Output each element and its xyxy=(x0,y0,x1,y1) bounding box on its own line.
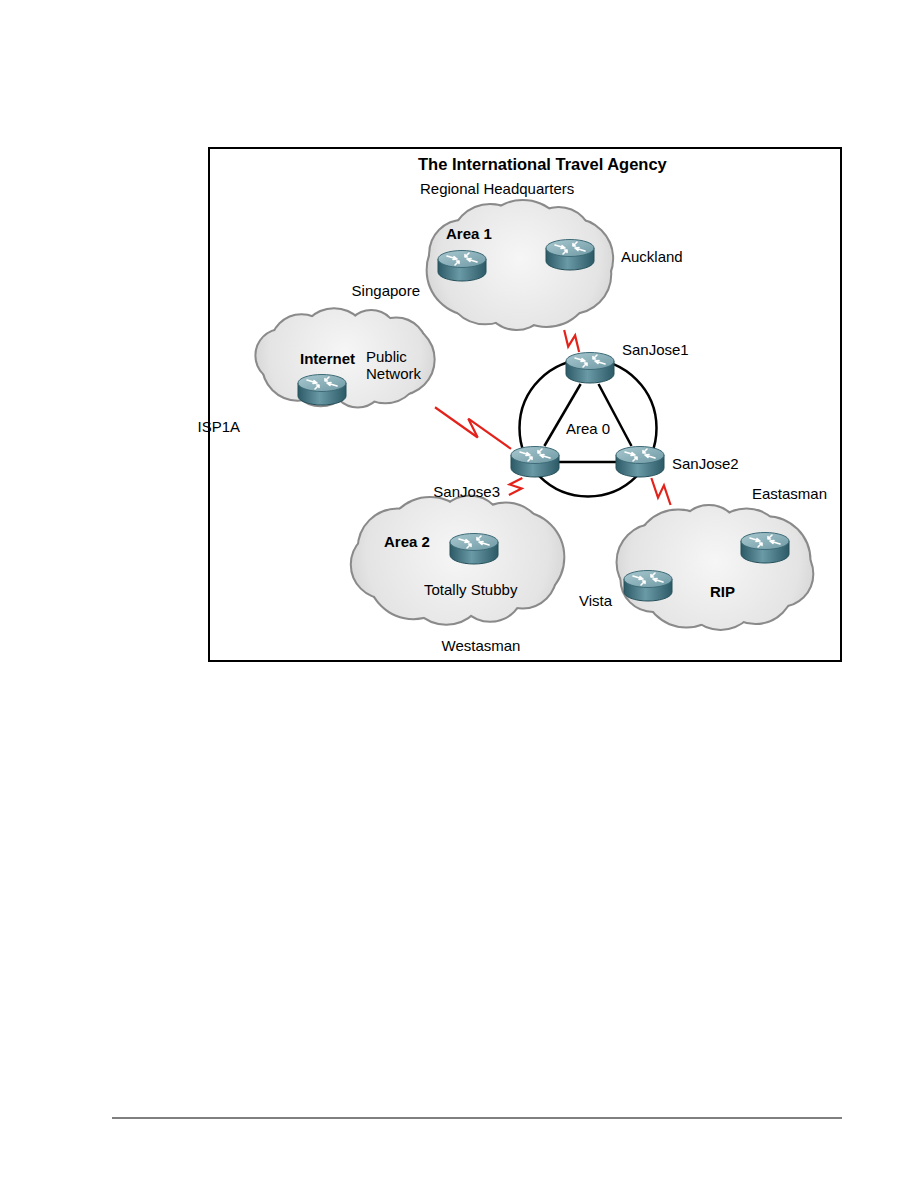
network-cloud: EastasmanVista RIP xyxy=(615,505,815,630)
router-symbol xyxy=(511,447,559,478)
router-icon: SanJose3 xyxy=(511,446,559,478)
area-label: Area 1 xyxy=(446,225,492,242)
lan-link xyxy=(559,461,616,464)
area-label: RIP xyxy=(710,583,735,600)
router-icon: Singapore xyxy=(438,250,486,282)
router-label: SanJose3 xyxy=(433,483,500,500)
router-shape xyxy=(546,239,594,271)
cloud-outline xyxy=(352,496,564,623)
router-symbol xyxy=(438,251,486,282)
cloud-outline xyxy=(428,201,613,329)
router-symbol xyxy=(298,375,346,406)
cloud-outline xyxy=(428,201,613,329)
router-symbol xyxy=(546,240,594,271)
cloud-shape xyxy=(615,505,815,630)
cloud-outline xyxy=(618,506,813,629)
router-icon: SanJose1 xyxy=(566,352,614,384)
cloud-outline xyxy=(352,496,564,623)
router-shape xyxy=(616,446,664,478)
router-label: Eastasman xyxy=(752,485,827,502)
router-label: Auckland xyxy=(621,248,683,265)
router-shape xyxy=(450,533,498,565)
router-icon: ISP1A xyxy=(298,374,346,406)
router-icon: Vista xyxy=(624,570,672,602)
router-label: SanJose1 xyxy=(622,341,689,358)
router-symbol xyxy=(566,353,614,384)
router-symbol xyxy=(624,571,672,602)
serial-link xyxy=(509,478,522,495)
page-rule xyxy=(112,1118,842,1119)
router-shape xyxy=(624,570,672,602)
cloud-outline xyxy=(256,309,433,406)
serial-link xyxy=(651,478,670,505)
serial-link xyxy=(564,330,579,352)
area-label: Totally Stubby xyxy=(424,581,517,598)
router-icon: Westasman xyxy=(450,533,498,565)
router-icon: SanJose2 xyxy=(616,446,664,478)
serial-link xyxy=(435,407,511,449)
router-shape xyxy=(438,250,486,282)
router-label: Singapore xyxy=(352,282,420,299)
network-cloud: ISP1A Internet Public Network xyxy=(255,308,435,408)
router-label: Vista xyxy=(579,592,612,609)
router-symbol xyxy=(450,534,498,565)
router-icon: Auckland xyxy=(546,239,594,271)
router-shape xyxy=(298,374,346,406)
router-shape xyxy=(741,532,789,564)
router-label: Westasman xyxy=(442,637,521,654)
area-label: Area 2 xyxy=(384,533,430,550)
router-label: ISP1A xyxy=(197,418,240,435)
network-cloud: SingaporeAucklandRegional HeadquartersAr… xyxy=(425,200,615,330)
router-label: SanJose2 xyxy=(672,455,739,472)
cloud-outline xyxy=(618,506,813,629)
diagram-title: The International Travel Agency xyxy=(418,155,667,174)
area-label: Internet xyxy=(300,350,355,367)
cloud-outline xyxy=(256,309,433,406)
area-label: Public Network xyxy=(366,348,432,383)
network-cloud: Westasman Area 2 Totally Stubby xyxy=(350,495,565,625)
router-shape xyxy=(511,446,559,478)
area-label: Regional Headquarters xyxy=(420,180,574,197)
router-icon: Eastasman xyxy=(741,532,789,564)
area-label: Area 0 xyxy=(566,420,610,437)
router-symbol xyxy=(741,533,789,564)
router-shape xyxy=(566,352,614,384)
router-symbol xyxy=(616,447,664,478)
